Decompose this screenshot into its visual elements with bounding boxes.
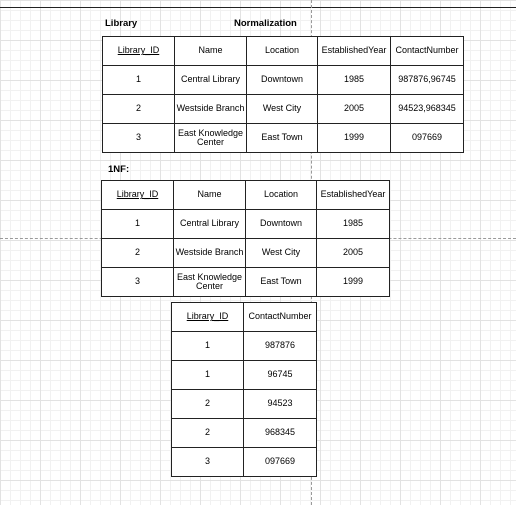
table-cell: West City — [245, 238, 317, 268]
table-cell: Central Library — [174, 65, 247, 95]
column-header: Location — [246, 36, 318, 66]
table-cell: 2 — [171, 389, 244, 419]
table-cell: 96745 — [243, 360, 317, 390]
table-row: 1 Central Library Downtown 1985 987876,9… — [102, 65, 464, 95]
1nf-label: 1NF: — [108, 164, 130, 175]
table-cell: 1985 — [317, 65, 391, 95]
table-cell: 987876 — [243, 331, 317, 361]
table-cell: 1 — [101, 209, 174, 239]
column-header: Name — [173, 180, 246, 210]
column-header: ContactNumber — [390, 36, 464, 66]
table-cell: 1999 — [317, 123, 391, 153]
top-divider-line — [0, 7, 516, 8]
table-cell: 1 — [171, 360, 244, 390]
column-header: Library_ID — [171, 302, 244, 332]
table-cell: 968345 — [243, 418, 317, 448]
table-cell: 3 — [171, 447, 244, 477]
library-table: Library_ID Name Location EstablishedYear… — [102, 36, 464, 153]
contact-1nf-table: Library_ID ContactNumber 1 987876 1 9674… — [171, 302, 317, 477]
library-label: Library — [105, 18, 138, 29]
column-header: Library_ID — [101, 180, 174, 210]
table-row: 1 Central Library Downtown 1985 — [101, 209, 390, 239]
table-row: 2 Westside Branch West City 2005 — [101, 238, 390, 268]
table-row: 1 96745 — [171, 360, 317, 390]
column-header: EstablishedYear — [316, 180, 390, 210]
table-row: 1 987876 — [171, 331, 317, 361]
table-cell: Central Library — [173, 209, 246, 239]
table-cell: Downtown — [246, 65, 318, 95]
table-row: 2 Westside Branch West City 2005 94523,9… — [102, 94, 464, 124]
column-header: Location — [245, 180, 317, 210]
table-cell: 2 — [171, 418, 244, 448]
table-cell: 1985 — [316, 209, 390, 239]
table-cell: 097669 — [390, 123, 464, 153]
table-row: 2 968345 — [171, 418, 317, 448]
table-cell: East Town — [246, 123, 318, 153]
table-cell: Westside Branch — [174, 94, 247, 124]
table-cell: 2005 — [316, 238, 390, 268]
table-row: 3 East Knowledge Center East Town 1999 — [101, 267, 390, 297]
normalization-label: Normalization — [234, 18, 297, 29]
table-cell: East Knowledge Center — [174, 123, 247, 153]
table-header-row: Library_ID Name Location EstablishedYear… — [102, 36, 464, 66]
table-cell: 097669 — [243, 447, 317, 477]
table-cell: 94523 — [243, 389, 317, 419]
table-header-row: Library_ID ContactNumber — [171, 302, 317, 332]
table-header-row: Library_ID Name Location EstablishedYear — [101, 180, 390, 210]
column-header: EstablishedYear — [317, 36, 391, 66]
table-cell: 1999 — [316, 267, 390, 297]
table-cell: 1 — [171, 331, 244, 361]
table-cell: Westside Branch — [173, 238, 246, 268]
table-row: 2 94523 — [171, 389, 317, 419]
column-header: ContactNumber — [243, 302, 317, 332]
table-cell: East Town — [245, 267, 317, 297]
table-cell: East Knowledge Center — [173, 267, 246, 297]
table-row: 3 097669 — [171, 447, 317, 477]
table-cell: 2 — [102, 94, 175, 124]
table-cell: 2 — [101, 238, 174, 268]
table-cell: 3 — [102, 123, 175, 153]
table-cell: 1 — [102, 65, 175, 95]
column-header: Library_ID — [102, 36, 175, 66]
table-cell: Downtown — [245, 209, 317, 239]
column-header: Name — [174, 36, 247, 66]
library-1nf-table: Library_ID Name Location EstablishedYear… — [101, 180, 390, 297]
table-cell: 2005 — [317, 94, 391, 124]
table-cell: 3 — [101, 267, 174, 297]
table-row: 3 East Knowledge Center East Town 1999 0… — [102, 123, 464, 153]
table-cell: 94523,968345 — [390, 94, 464, 124]
table-cell: 987876,96745 — [390, 65, 464, 95]
table-cell: West City — [246, 94, 318, 124]
